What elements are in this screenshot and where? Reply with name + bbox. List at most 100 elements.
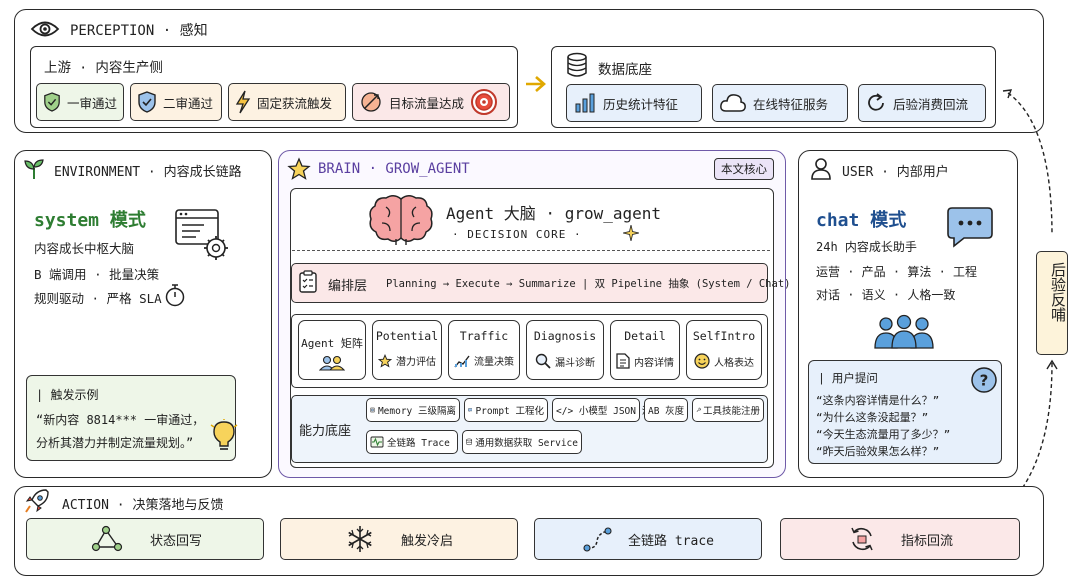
chat-bubble-icon [468,408,473,412]
environment-line: 内容成长中枢大脑 [34,241,135,256]
magnifier-icon [535,353,551,369]
checklist-icon [298,270,318,294]
capability-item-label: 通用数据获取 Service [475,438,578,449]
bar-chart-icon [575,93,595,113]
snowflake-icon [348,526,372,552]
feedback-label-box [1036,251,1068,355]
agent-card-label: 流量决策 [474,357,514,368]
users-icon [299,355,365,371]
perception-title: PERCEPTION · 感知 [70,23,208,39]
action-item-label: 指标回流 [900,533,953,549]
trigger-example-line: “新内容 8814*** 一审通过， [36,413,205,427]
arrow-right-icon [525,75,547,93]
team-icon [872,314,936,350]
action-item-label: 状态回写 [149,533,202,549]
nodes-icon [91,525,123,552]
question-icon: ? [970,366,998,394]
eye-icon [30,18,60,40]
orchestration-label: 编排层 [328,279,368,294]
chat-bubble-icon [946,206,994,248]
upstream-item-review1: 一审通过 [36,83,124,121]
capability-item: Prompt 工程化 [464,398,548,422]
user-question: “昨天后验效果怎么样？” [816,445,940,458]
database-icon [566,52,588,78]
action-item-trace: 全链路 trace [534,518,762,560]
upstream-item-label: 一审通过 [66,95,117,111]
user-mode-prefix: chat [816,210,860,231]
refresh-icon [868,93,884,111]
capability-item: 全链路 Trace [366,430,458,454]
user-question: “今天生态流量用了多少？” [816,428,951,441]
capability-item: Memory 三级隔离 [366,398,460,422]
sparkle-icon [623,225,639,241]
capability-item-label: 全链路 Trace [387,438,450,449]
agent-card-label: 人格表达 [714,357,754,369]
capability-item-label: Memory 三级隔离 [377,406,456,417]
agent-card-detail: Detail 内容详情 [610,320,680,380]
agent-card-title: Agent 矩阵 [301,337,363,350]
route-icon [583,527,612,552]
data-base-title: 数据底座 [598,62,652,78]
data-item-posterior: 后验消费回流 [858,84,986,122]
target-icon [471,89,498,115]
star-icon [287,157,311,181]
user-icon [810,157,832,181]
feedback-label: 后验反哺 [1049,262,1067,322]
trigger-example-card [26,375,236,461]
capability-item: AB 灰度 [644,398,688,422]
agent-card-diagnosis: Diagnosis 漏斗诊断 [526,320,604,380]
agent-card-selfintro: SelfIntro 人格表达 [686,320,762,380]
agent-card-label: 内容详情 [634,357,674,369]
data-item-label: 后验消费回流 [893,96,969,112]
orchestration-text: Planning → Execute → Summarize | 双 Pipel… [386,278,791,290]
upstream-item-label: 固定获流触发 [257,95,333,111]
brain-core-subtitle: · DECISION CORE · [452,228,582,241]
brain-icon [368,193,434,245]
data-item-history: 历史统计特征 [566,84,702,122]
document-icon [616,353,630,369]
trigger-example-line: 分析其潜力并制定流量规划。” [36,436,194,450]
brain-title: BRAIN · GROW_AGENT [318,161,470,177]
smiley-icon [694,353,710,369]
environment-mode: system 模式 [34,206,146,232]
user-mode-suffix: 模式 [870,210,907,231]
rocket-icon [24,488,50,514]
agent-card-title: Diagnosis [533,329,597,343]
capability-label: 能力底座 [299,424,352,439]
agent-card-label: 漏斗诊断 [555,357,595,369]
capability-item-label: 工具技能注册 [702,406,760,417]
action-title: ACTION · 决策落地与反馈 [62,498,224,513]
capability-item-label: Prompt 工程化 [475,406,544,417]
wrench-icon [696,407,701,412]
upstream-item-trigger: 固定获流触发 [228,83,346,121]
upstream-item-review2: 二审通过 [130,83,222,121]
agent-card-traffic: Traffic 流量决策 [448,320,520,380]
environment-line: 规则驱动 · 严格 SLA [34,291,162,306]
agent-card-matrix: Agent 矩阵 [298,320,366,380]
capability-item-label: </> 小模型 JSON 治理 [556,406,661,417]
pulse-icon [370,436,384,448]
action-item-label: 全链路 trace [628,533,714,549]
rocket-icon [361,92,381,112]
user-title: USER · 内部用户 [842,165,949,180]
data-item-label: 历史统计特征 [603,96,679,112]
capability-item: 通用数据获取 Service [462,430,582,454]
environment-mode-prefix: system [34,210,100,231]
lightbulb-icon [210,419,238,453]
agent-card-potential: Potential 潜力评估 [372,320,442,380]
capability-item: 工具技能注册 [692,398,764,422]
divider [292,250,770,251]
upstream-title: 上游 · 内容生产侧 [44,60,163,76]
environment-title: ENVIRONMENT · 内容成长链路 [54,165,242,180]
settings-window-icon [174,208,234,264]
agent-card-title: Detail [624,329,666,343]
upstream-item-label: 目标流量达成 [389,95,465,111]
agent-card-label: 潜力评估 [396,357,436,368]
user-line: 对话 · 语义 · 人格一致 [816,288,956,302]
cycle-icon [851,527,873,551]
user-line: 24h 内容成长助手 [816,240,917,254]
user-questions-title: | 用户提问 [818,371,878,385]
trend-chart-icon [454,355,470,367]
core-badge: 本文核心 [714,158,774,180]
sprout-icon [22,157,46,181]
